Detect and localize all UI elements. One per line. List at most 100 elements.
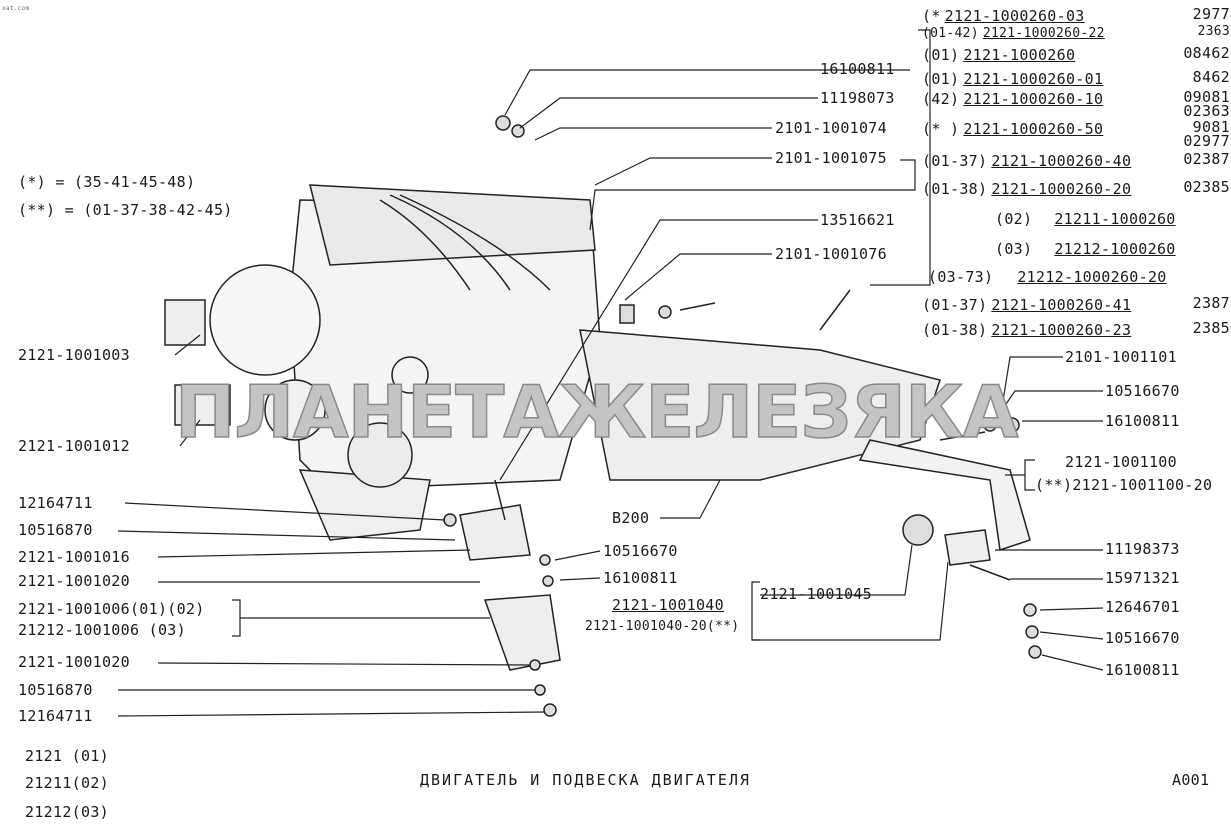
part-label: 2121-1001040-20(**) bbox=[585, 619, 740, 634]
watermark: ПЛАНЕТАЖЕЛЕЗЯКА bbox=[174, 370, 1019, 454]
engine-variant-row: (42)2121-1000260-10 09081 02363 bbox=[922, 90, 1230, 119]
part-label: 16100811 bbox=[1105, 661, 1180, 679]
engine-variant-row: (* )2121-1000260-50 9081 02977 bbox=[922, 120, 1230, 149]
part-label: 11198373 bbox=[1105, 540, 1180, 558]
part-label: 10516670 bbox=[1105, 629, 1180, 647]
variant-part-number: 2121-1000260-41 bbox=[991, 296, 1132, 314]
variant-ref: 09081 02363 bbox=[1183, 88, 1230, 120]
mount-bracket-12 bbox=[174, 384, 231, 426]
ignition-wires bbox=[379, 194, 551, 291]
part-label: 2121-1001020 bbox=[18, 572, 130, 590]
cylinder-head bbox=[309, 184, 596, 266]
variant-code: (01-37) bbox=[922, 296, 988, 314]
part-label: 2121-1001012 bbox=[18, 437, 130, 455]
part-label: 12164711 bbox=[18, 707, 93, 725]
variant-part-number: 21212-1000260 bbox=[1054, 240, 1176, 258]
variant-part-number: 21211-1000260 bbox=[1054, 210, 1176, 228]
part-label: 15971321 bbox=[1105, 569, 1180, 587]
part-label: 21212-1001006 (03) bbox=[18, 621, 186, 639]
engine-variant-row: (02) 21211-1000260 bbox=[995, 210, 1176, 228]
variant-part-number: 21212-1000260-20 bbox=[1017, 268, 1167, 286]
transmission bbox=[579, 329, 941, 481]
variant-part-number: 2121-1000260-22 bbox=[982, 26, 1105, 41]
part-label: 10516870 bbox=[18, 521, 93, 539]
crossmember bbox=[858, 439, 1031, 551]
variant-ref: 2977 bbox=[1192, 5, 1230, 23]
pulley bbox=[264, 379, 326, 441]
variant-code: (02) bbox=[995, 210, 1033, 228]
variant-part-number: 2121-1000260-23 bbox=[991, 321, 1132, 339]
variant-code: (01-37) bbox=[922, 152, 988, 170]
variant-part-number: 2121-1000260-40 bbox=[991, 152, 1132, 170]
part-label: 2121-1001020 bbox=[18, 653, 130, 671]
part-label: 2101-1001076 bbox=[775, 245, 887, 263]
model-label: 21212(03) bbox=[25, 803, 109, 821]
leader-lines bbox=[117, 29, 1104, 717]
variant-ref: 02385 bbox=[1183, 178, 1230, 196]
part-label: 2121-1001045 bbox=[760, 585, 872, 603]
part-label: 2101-1001075 bbox=[775, 149, 887, 167]
variant-code: (01-38) bbox=[922, 180, 988, 198]
part-label: 13516621 bbox=[820, 211, 895, 229]
mount-006 bbox=[483, 594, 561, 671]
variant-code: (* bbox=[922, 7, 941, 25]
part-label: 10516870 bbox=[18, 681, 93, 699]
variant-ref: 2387 bbox=[1192, 294, 1230, 312]
variant-part-number: 2121-1000260-10 bbox=[963, 90, 1104, 108]
variant-part-number: 2121-1000260-03 bbox=[944, 7, 1085, 25]
engine-variant-row: (03) 21212-1000260 bbox=[995, 240, 1176, 258]
variant-code: (* ) bbox=[922, 120, 960, 138]
mount-bracket-left bbox=[164, 299, 206, 346]
engine-variant-row: (*2121-1000260-03 2977 bbox=[922, 7, 1230, 26]
variant-ref: 08462 bbox=[1183, 44, 1230, 62]
part-label: 2121-1001016 bbox=[18, 548, 130, 566]
model-label: 2121 (01) bbox=[25, 747, 109, 765]
cushion bbox=[902, 514, 934, 546]
sheet-code: A001 bbox=[1172, 771, 1210, 789]
variant-ref: 9081 02977 bbox=[1183, 118, 1230, 150]
bolt bbox=[494, 302, 1011, 581]
part-label: B200 bbox=[612, 509, 650, 527]
variant-part-number: 2121-1000260-20 bbox=[991, 180, 1132, 198]
variant-code: (01-42) bbox=[922, 26, 979, 41]
variant-ref: 8462 bbox=[1192, 68, 1230, 86]
part-label: 2121-1001100 bbox=[1065, 453, 1177, 471]
part-label: 2121-1001006(01)(02) bbox=[18, 600, 205, 618]
variant-part-number: 2121-1000260 bbox=[963, 46, 1076, 64]
part-label: 12646701 bbox=[1105, 598, 1180, 616]
part-label: 11198073 bbox=[820, 89, 895, 107]
distributor bbox=[391, 356, 429, 394]
fasteners bbox=[443, 115, 1042, 717]
fan bbox=[209, 264, 321, 376]
part-label: 12164711 bbox=[18, 494, 93, 512]
engine-variant-row: (01-42)2121-1000260-22 2363 bbox=[922, 25, 1230, 43]
variant-code: (01) bbox=[922, 70, 960, 88]
model-label: 21211(02) bbox=[25, 774, 109, 792]
mount-016 bbox=[459, 504, 531, 561]
part-label: 16100811 bbox=[1105, 412, 1180, 430]
part-label: 2101-1001101 bbox=[1065, 348, 1177, 366]
diagram-title: ДВИГАТЕЛЬ И ПОДВЕСКА ДВИГАТЕЛЯ bbox=[420, 771, 751, 789]
variant-ref: 2363 bbox=[1197, 24, 1230, 39]
part-label: 2121-1001003 bbox=[18, 346, 130, 364]
legend-double-star: (**) = (01-37-38-42-45) bbox=[18, 201, 233, 219]
gear-lever bbox=[819, 289, 851, 331]
part-label: 16100811 bbox=[603, 569, 678, 587]
engine-variant-row: (01-38)2121-1000260-20 02385 bbox=[922, 180, 1230, 199]
engine-variant-row: (03-73) 21212-1000260-20 bbox=[928, 268, 1167, 286]
variant-code: (01-38) bbox=[922, 321, 988, 339]
part-label: (**)2121-1001100-20 bbox=[1035, 476, 1213, 494]
part-label: 2101-1001074 bbox=[775, 119, 887, 137]
oil-filter bbox=[347, 422, 413, 488]
part-label: 10516670 bbox=[603, 542, 678, 560]
variant-code: (42) bbox=[922, 90, 960, 108]
clamp bbox=[944, 529, 991, 566]
variant-code: (03-73) bbox=[928, 268, 994, 286]
variant-part-number: 2121-1000260-50 bbox=[963, 120, 1104, 138]
variant-part-number: 2121-1000260-01 bbox=[963, 70, 1104, 88]
variant-code: (03) bbox=[995, 240, 1033, 258]
